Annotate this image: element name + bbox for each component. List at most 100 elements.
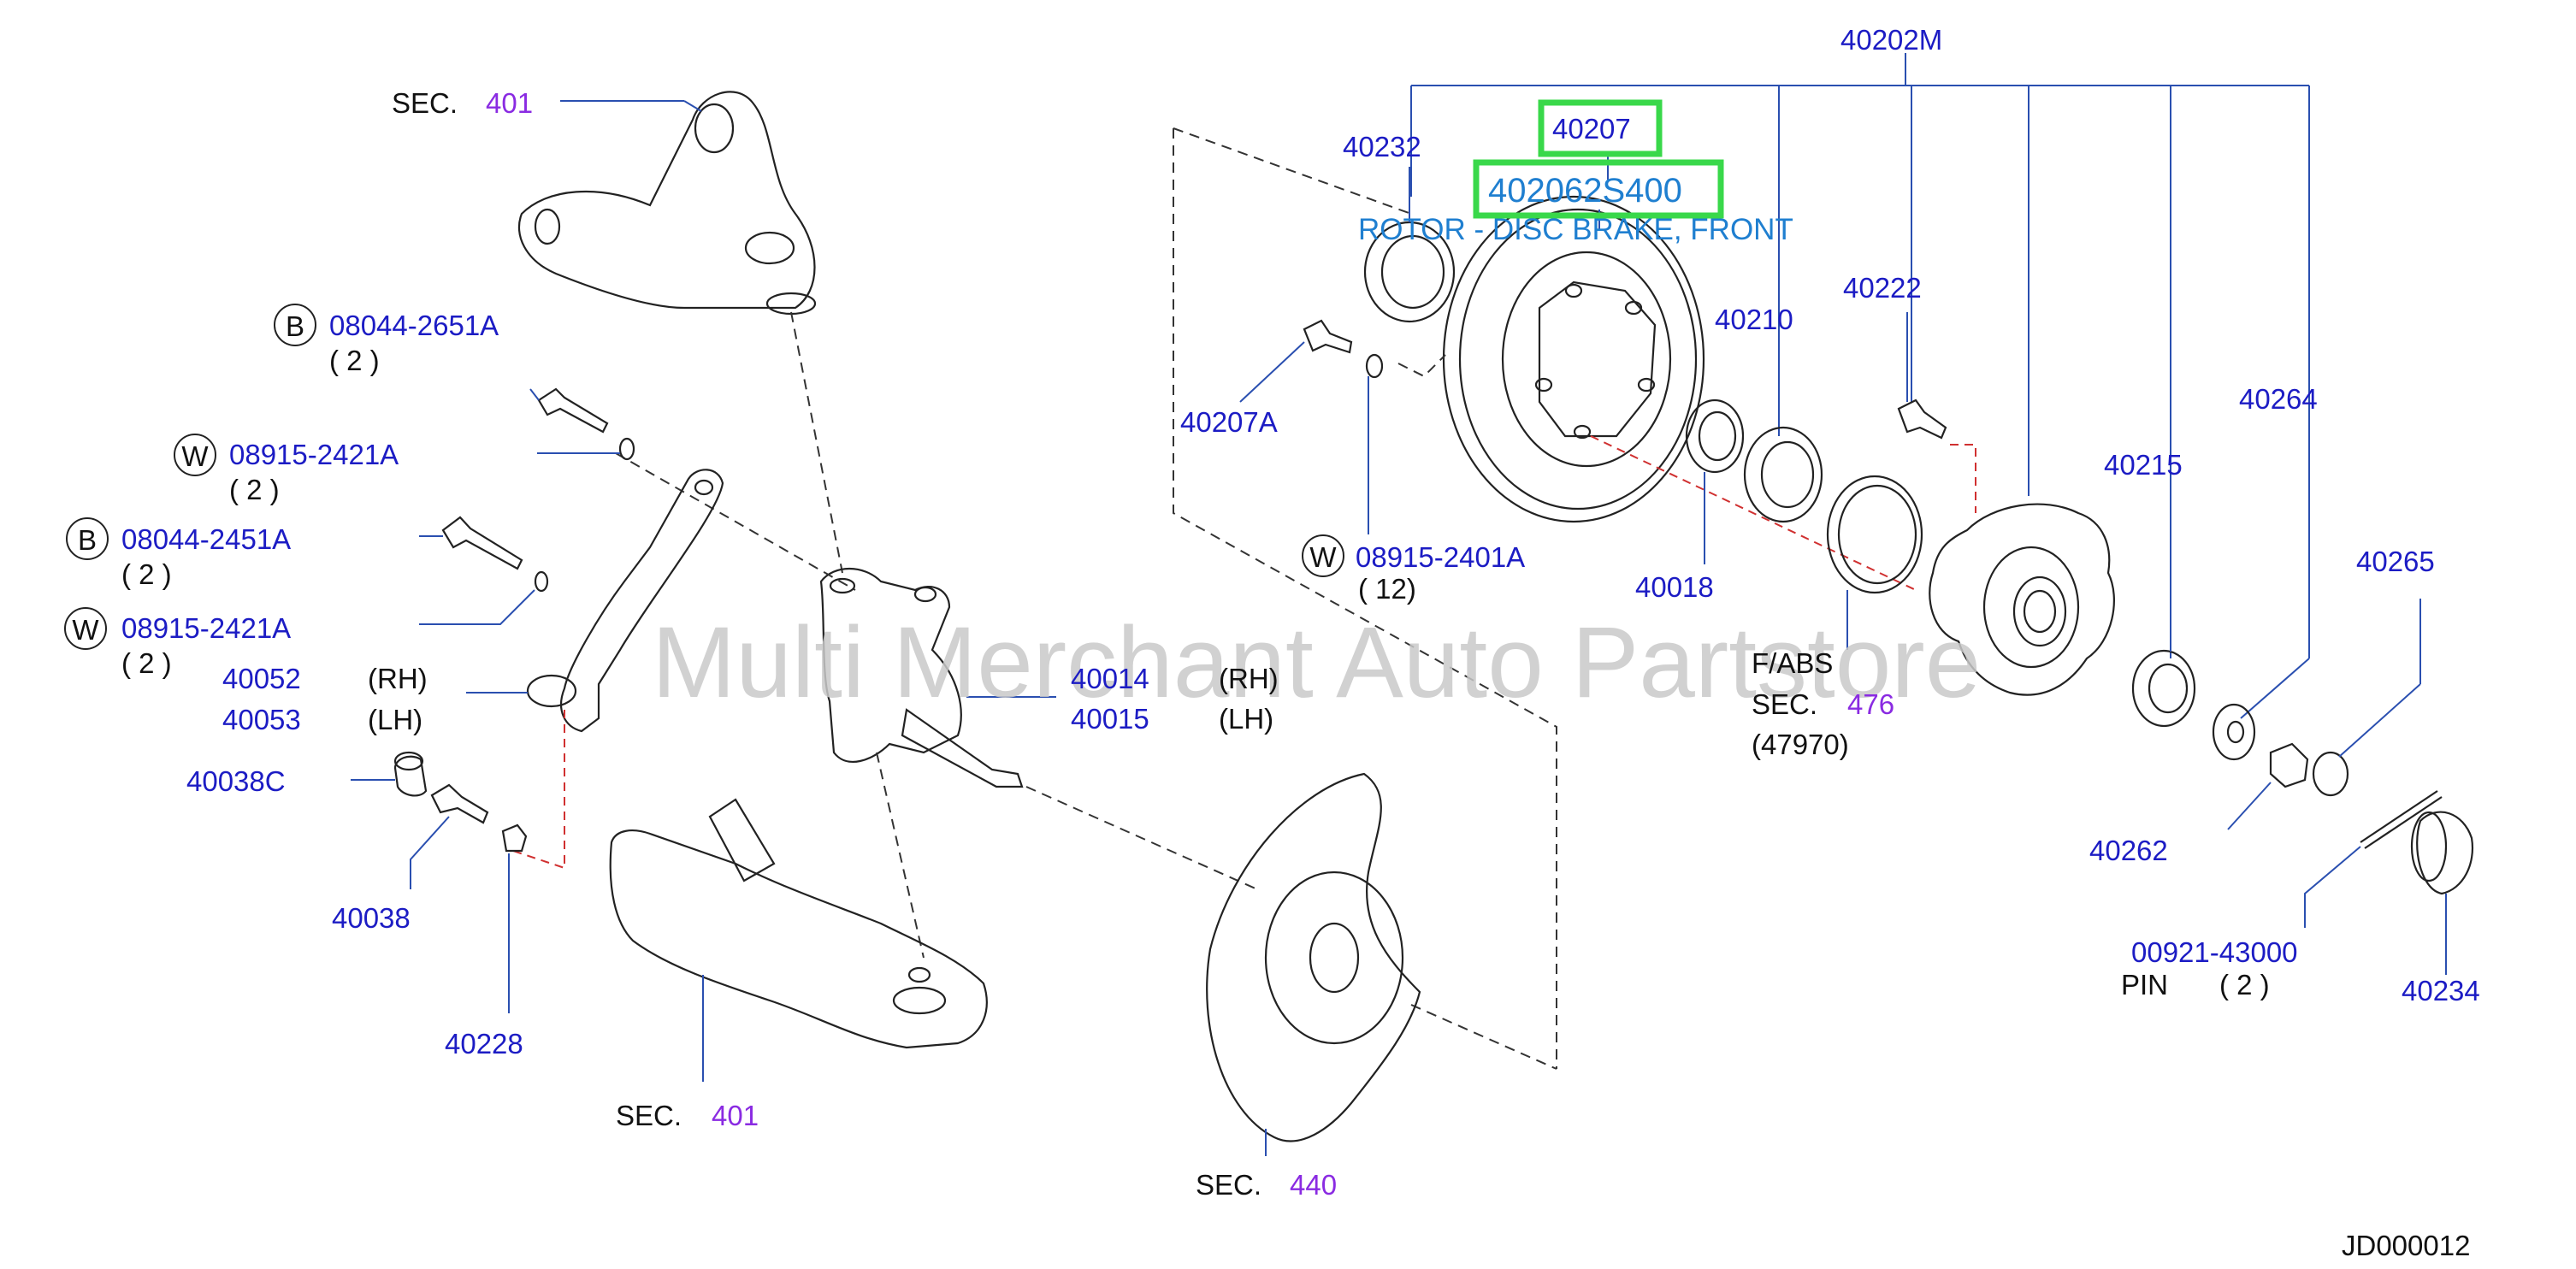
label-08915-2401A[interactable]: 08915-2401A: [1356, 541, 1525, 573]
label-08044-2451A-qty: ( 2 ): [121, 558, 172, 590]
nut-40262: [2227, 742, 2309, 830]
bearing-40018: [1685, 398, 1745, 564]
nut-40228: [501, 823, 528, 1013]
label-40038[interactable]: 40038: [332, 902, 411, 934]
label-rh-2: (RH): [1219, 663, 1279, 694]
steering-knuckle: [819, 567, 1056, 788]
lower-ball-joint-axis: [876, 752, 925, 959]
bolt-40207A: [1239, 319, 1353, 403]
label-08044-2651A[interactable]: 08044-2651A: [329, 310, 499, 341]
lower-control-arm: [609, 798, 988, 1082]
label-08915-2421A-b-qty: ( 2 ): [121, 647, 172, 679]
label-08915-2421A-a[interactable]: 08915-2421A: [229, 439, 399, 470]
washer-40264: [2212, 703, 2256, 761]
box-bottom-edge: [1410, 1004, 1557, 1070]
washer-symbol-a: W: [174, 434, 216, 476]
lock-cap-40265: [2312, 599, 2421, 797]
label-rotor-description: ROTOR - DISC BRAKE, FRONT: [1358, 213, 1793, 246]
label-40202M[interactable]: 40202M: [1840, 24, 1942, 56]
disc-rotor: [1442, 195, 1705, 523]
washer-08915-2421A-a: [537, 437, 635, 461]
label-sec401-top-word: SEC.: [392, 87, 458, 119]
box-top-edge: [1173, 127, 1412, 215]
label-08915-2421A-a-qty: ( 2 ): [229, 474, 280, 505]
bolt-symbol-letter: B: [286, 310, 304, 342]
washer-08915-2421A-b: [419, 570, 549, 625]
washer-symbol-letter: W: [1309, 541, 1337, 573]
washer-symbol-c: W: [1302, 534, 1344, 577]
bushing-40038C: [351, 751, 428, 797]
abs-sensor-ring: [1826, 475, 1923, 650]
diagram-id: JD000012: [2342, 1230, 2470, 1261]
spindle-axis: [1025, 786, 1258, 890]
hub-axis: [1590, 435, 1917, 591]
tie-rod-axis: [615, 452, 856, 591]
watermark: Multi Merchant Auto Partstore: [652, 606, 1981, 719]
label-47970: (47970): [1752, 729, 1849, 760]
label-40232[interactable]: 40232: [1343, 131, 1421, 162]
washer-symbol-letter: W: [72, 614, 99, 646]
label-40264[interactable]: 40264: [2239, 383, 2318, 415]
label-sec401-bottom-word: SEC.: [616, 1100, 682, 1131]
label-sec476-number[interactable]: 476: [1847, 688, 1894, 720]
bolt-symbol-a: B: [274, 304, 316, 346]
bolt-symbol-letter: B: [78, 524, 97, 556]
upper-control-arm: [517, 91, 817, 316]
bolt-08044-2651A: [529, 387, 609, 434]
label-40207A[interactable]: 40207A: [1180, 406, 1278, 438]
steering-arm: [466, 469, 724, 733]
label-sec440-number[interactable]: 440: [1290, 1169, 1337, 1201]
rotor-fastener-axis: [1397, 354, 1446, 378]
label-40207[interactable]: 40207: [1552, 113, 1631, 145]
label-402062S400[interactable]: 402062S400: [1488, 172, 1682, 210]
label-08915-2421A-b[interactable]: 08915-2421A: [121, 612, 291, 644]
label-40234[interactable]: 40234: [2402, 975, 2480, 1006]
label-pin-qty: ( 2 ): [2219, 969, 2270, 1000]
label-40018[interactable]: 40018: [1635, 571, 1714, 603]
label-fabs: F/ABS: [1752, 647, 1833, 679]
label-sec401-top-number[interactable]: 401: [486, 87, 533, 119]
hub-bolt-axis: [1950, 444, 1976, 513]
bolt-symbol-b: B: [66, 517, 109, 560]
label-40265[interactable]: 40265: [2356, 546, 2435, 577]
seal-40232: [1363, 167, 1456, 323]
highlight-box-402062S400: [1473, 159, 1724, 219]
bushing-axis: [512, 710, 565, 870]
label-sec401-bottom-number[interactable]: 401: [712, 1100, 759, 1131]
label-40215[interactable]: 40215: [2104, 449, 2183, 481]
label-sec476-word: SEC.: [1752, 688, 1817, 720]
label-40015[interactable]: 40015: [1071, 703, 1149, 735]
label-pin: PIN: [2121, 969, 2168, 1000]
bolt-08044-2451A: [419, 516, 523, 570]
label-40210[interactable]: 40210: [1715, 304, 1793, 335]
bolt-40222: [1897, 312, 1947, 440]
label-40228[interactable]: 40228: [445, 1028, 523, 1059]
label-08044-2651A-qty: ( 2 ): [329, 345, 380, 376]
cotter-pin: [2304, 790, 2443, 928]
label-00921-43000[interactable]: 00921-43000: [2131, 936, 2298, 968]
label-lh-1: (LH): [368, 704, 422, 735]
label-08915-2401A-qty: ( 12): [1358, 573, 1416, 605]
label-40052[interactable]: 40052: [222, 663, 301, 694]
label-rh-1: (RH): [368, 663, 428, 694]
label-40262[interactable]: 40262: [2089, 835, 2168, 866]
label-40053[interactable]: 40053: [222, 704, 301, 735]
label-lh-2: (LH): [1219, 703, 1273, 735]
exploded-view-box: [1173, 128, 1557, 1069]
label-40038C[interactable]: 40038C: [186, 765, 286, 797]
grease-cap-40234: [2410, 811, 2474, 975]
label-08044-2451A[interactable]: 08044-2451A: [121, 523, 291, 555]
washer-08915-2401A: [1365, 353, 1384, 534]
upper-ball-joint-axis: [790, 311, 843, 574]
assembly-bracket-40202M: [1410, 53, 2310, 719]
wheel-hub: [1929, 503, 2115, 696]
label-sec440-word: SEC.: [1196, 1169, 1261, 1201]
label-40222[interactable]: 40222: [1843, 272, 1922, 304]
washer-symbol-b: W: [64, 607, 107, 650]
bolt-40038: [410, 783, 489, 889]
washer-symbol-letter: W: [181, 440, 209, 472]
splash-shield: [1206, 772, 1421, 1156]
highlight-box-40207: [1538, 99, 1663, 157]
label-40014[interactable]: 40014: [1071, 663, 1149, 694]
